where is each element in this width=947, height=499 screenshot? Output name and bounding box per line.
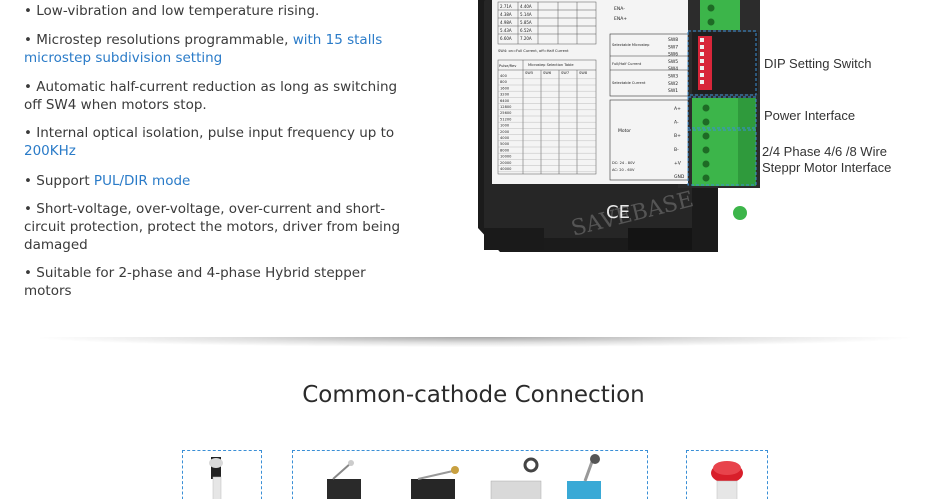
pulse-value: 20000 [500, 161, 512, 165]
emergency-stop-icon [711, 461, 743, 499]
stepper-driver-image: 2.71A 4.40A 4.38A 5.14A 4.98A 5.85A 5.43A 6.… [478, 0, 760, 252]
pulse-value: 12800 [500, 105, 512, 109]
stepper-driver-drawing: 2.71A 4.40A 4.38A 5.14A 4.98A 5.85A 5.43A 6.… [478, 0, 760, 252]
motor-pin-label: A- [674, 120, 679, 126]
svg-text:AC: 20 - 60V: AC: 20 - 60V [612, 168, 635, 172]
feature-item: • Low-vibration and low temperature risi… [24, 3, 320, 19]
pulse-value: 400 [500, 74, 508, 78]
svg-text:SW5: SW5 [525, 71, 533, 75]
svg-text:ENA+: ENA+ [614, 16, 627, 22]
motor-interface-callout: 2/4 Phase 4/6 /8 Wire Steppr Motor Inter… [762, 144, 892, 175]
switch-label: SW7 [668, 44, 678, 50]
pulse-value: 51200 [500, 117, 512, 121]
motor-pin-label: B+ [674, 133, 681, 139]
switch-label: SW8 [668, 37, 678, 43]
feature-item: • Suitable for 2-phase and 4-phase Hybri… [24, 265, 366, 299]
svg-text:6.52A: 6.52A [520, 28, 532, 33]
svg-text:SW8: SW8 [579, 71, 588, 75]
section-divider [40, 337, 910, 347]
pulse-value: 2000 [500, 130, 510, 134]
pulse-value: 1000 [500, 124, 510, 128]
pulse-value: 1600 [500, 86, 510, 90]
svg-text:4.40A: 4.40A [520, 4, 532, 9]
svg-text:5.85A: 5.85A [520, 20, 532, 25]
svg-text:2.71A: 2.71A [500, 4, 512, 9]
pulse-value: 8000 [500, 148, 510, 152]
svg-text:ENA-: ENA- [614, 6, 625, 12]
sensor-image-box [182, 450, 262, 499]
pulse-value: 4000 [500, 136, 510, 140]
svg-text:Microstep Selection Table: Microstep Selection Table [528, 63, 574, 67]
svg-text:Selectable Current: Selectable Current [612, 81, 646, 85]
pulse-value: 10000 [500, 155, 512, 159]
svg-text:Selectable Microstep: Selectable Microstep [612, 43, 650, 47]
svg-text:5.14A: 5.14A [520, 12, 532, 17]
pulse-value: 3200 [500, 93, 510, 97]
svg-text:SW6: SW6 [543, 71, 552, 75]
pulse-value: 5000 [500, 142, 510, 146]
pulse-value: 25600 [500, 111, 512, 115]
dip-switch-callout: DIP Setting Switch [764, 56, 872, 71]
svg-text:6.60A: 6.60A [500, 36, 512, 41]
switch-label: SW5 [668, 59, 678, 65]
feature-item: • Microstep resolutions programmable, wi… [24, 32, 383, 66]
emergency-stop-image-box [686, 450, 768, 499]
feature-item: • Support PUL/DIR mode [24, 173, 191, 189]
section-title: Common-cathode Connection [302, 382, 645, 408]
svg-text:SW7: SW7 [561, 71, 569, 75]
pulse-value: 40000 [500, 167, 512, 171]
motor-pin-label: +V [674, 160, 682, 166]
feature-item: • Internal optical isolation, pulse inpu… [24, 125, 395, 159]
motor-pin-label: GND [674, 174, 685, 180]
svg-text:Full/Half Current: Full/Half Current [612, 62, 642, 66]
svg-text:5.43A: 5.43A [500, 28, 512, 33]
pulse-value: 800 [500, 80, 508, 84]
svg-text:DC: 24 - 80V: DC: 24 - 80V [612, 161, 635, 165]
svg-text:7.20A: 7.20A [520, 36, 532, 41]
feature-item: • Short-voltage, over-voltage, over-curr… [24, 201, 401, 253]
svg-text:SW4: on=Full Current, off=Half: SW4: on=Full Current, off=Half Current [498, 49, 569, 53]
svg-text:Motor: Motor [618, 128, 631, 134]
motor-pin-label: A+ [674, 106, 681, 112]
pulse-value: 6400 [500, 99, 510, 103]
svg-text:CE: CE [606, 202, 630, 223]
svg-text:Pulse/Rev: Pulse/Rev [499, 64, 517, 68]
proximity-sensor-icon [209, 457, 223, 499]
switch-label: SW1 [668, 88, 678, 94]
svg-text:4.38A: 4.38A [500, 12, 512, 17]
switch-label: SW2 [668, 81, 678, 87]
svg-text:4.98A: 4.98A [500, 20, 512, 25]
feature-item: • Automatic half-current reduction as lo… [24, 79, 398, 113]
switch-label: SW3 [668, 74, 678, 80]
power-interface-callout: Power Interface [764, 108, 856, 123]
limit-switches-icon [327, 454, 601, 499]
motor-pin-label: B- [674, 147, 679, 153]
switch-label: SW6 [668, 52, 678, 58]
switch-images-box [292, 450, 648, 499]
switch-label: SW4 [668, 66, 678, 72]
